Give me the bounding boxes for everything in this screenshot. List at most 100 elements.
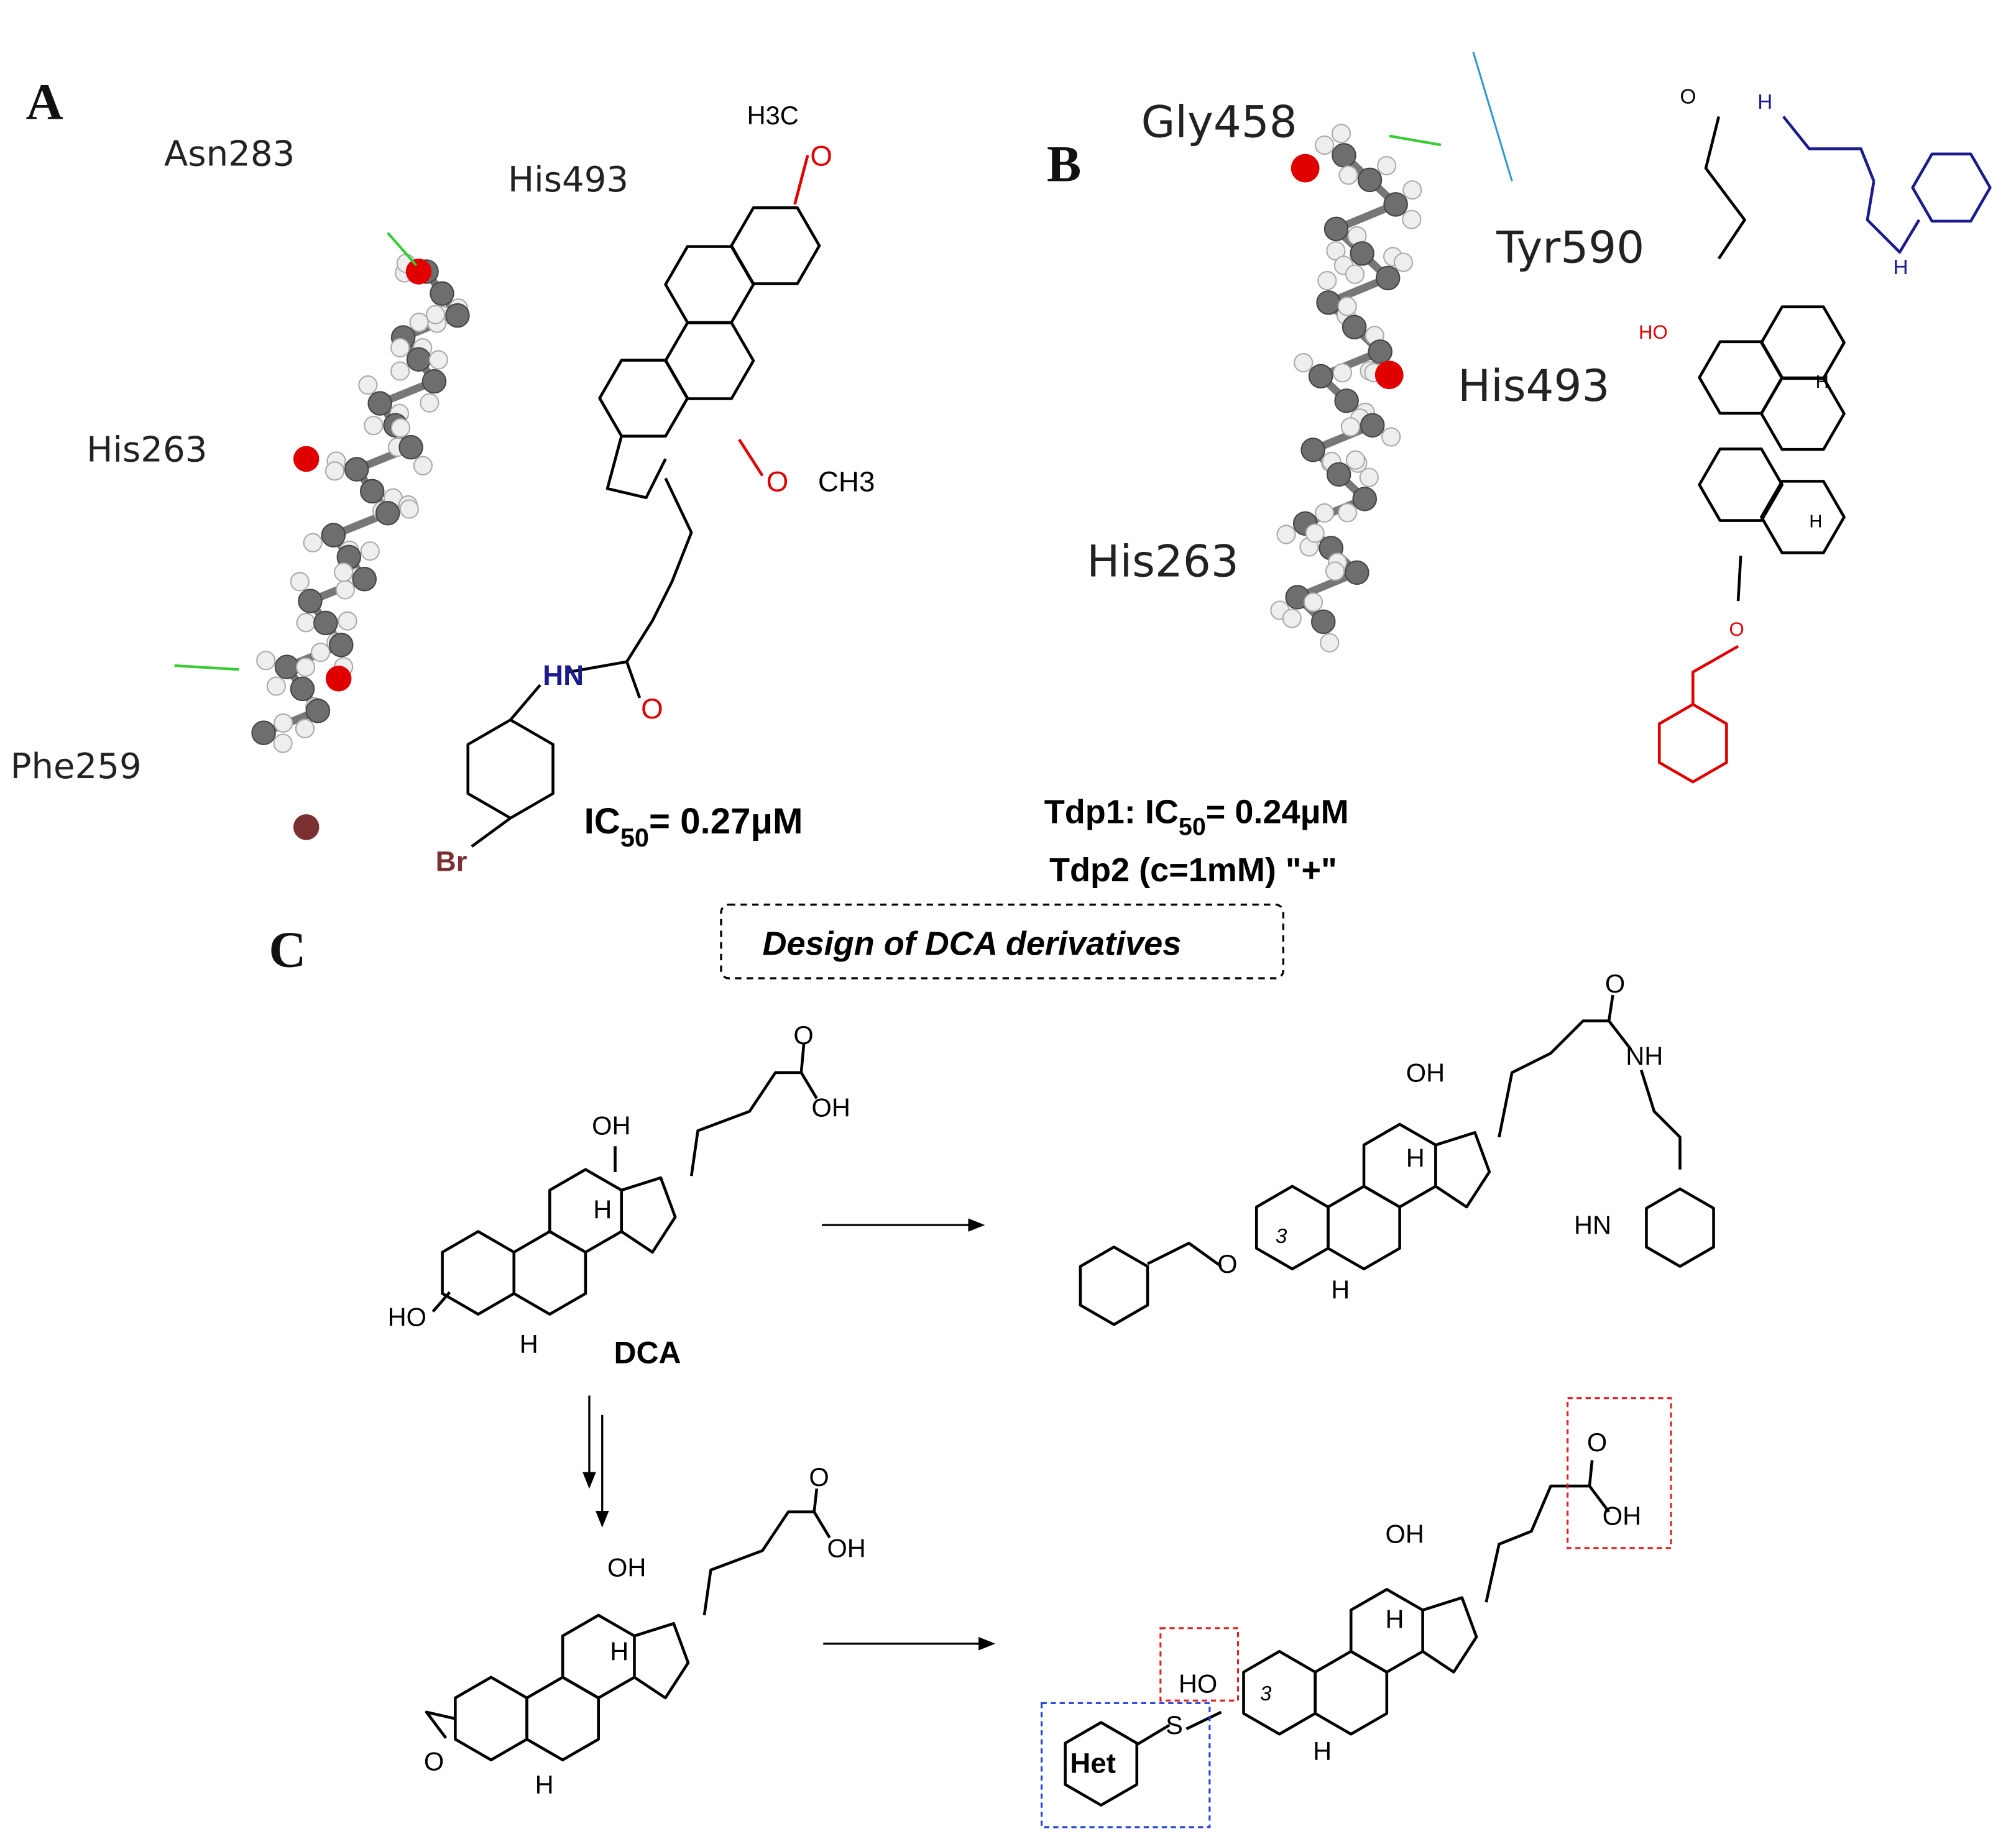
ring (1362, 1122, 1437, 1209)
atom-label: H (1816, 372, 1829, 392)
ring (1657, 703, 1728, 784)
hydrogen-atom (1359, 467, 1379, 487)
hydrogen-atom (1377, 156, 1397, 176)
bond (471, 817, 512, 848)
carbon-atom (298, 589, 323, 613)
hydrogen-atom (1393, 252, 1414, 272)
ring (664, 321, 755, 400)
tdp1-ic50: Tdp1: IC50= 0.24μM (1044, 794, 1349, 841)
atom-label: OH (812, 1093, 850, 1122)
oxygen-atom (325, 666, 352, 692)
highlight-box-c3 (1159, 1627, 1240, 1702)
bond (620, 1176, 677, 1254)
atom-label: OH (607, 1553, 646, 1582)
carbon-atom (1334, 388, 1359, 413)
atom-label: O (1217, 1249, 1237, 1278)
bond (568, 477, 693, 674)
hydrogen-atom (1325, 561, 1345, 581)
hydrogen-atom (295, 718, 315, 738)
carbon-atom (305, 699, 331, 723)
atom-label: O (809, 1462, 829, 1492)
ring (598, 359, 689, 438)
hydrogen-atom (1340, 417, 1361, 437)
hydrogen-atom (390, 361, 410, 381)
dca-label: DCA (614, 1336, 681, 1370)
bond (1639, 1070, 1682, 1170)
docking-model-b (1270, 52, 1513, 653)
bond (1704, 116, 1746, 260)
bond (1866, 181, 1921, 254)
hydrogen-bond (1389, 134, 1442, 147)
carbon-atom (1326, 462, 1351, 487)
ring (1760, 376, 1846, 451)
ring (1242, 1649, 1317, 1736)
hydrogen-atom (295, 657, 316, 677)
ring (1698, 447, 1784, 522)
bond (702, 1510, 814, 1616)
hydrogen-atom (409, 313, 429, 332)
hydrogen-atom (1381, 427, 1401, 447)
ring (512, 1230, 587, 1316)
hydrogen-atom (274, 713, 293, 733)
carbon-atom (274, 654, 300, 679)
residue-label: His493 (1458, 360, 1610, 411)
residue-label: Phe259 (11, 746, 142, 787)
chemical-structures (425, 116, 1992, 1807)
atom-label: O (766, 465, 789, 497)
ring (441, 1230, 516, 1316)
bond (799, 1071, 818, 1099)
carbon-atom (313, 610, 338, 636)
atom-label: H (1894, 256, 1908, 279)
bond (738, 438, 764, 477)
bond (793, 155, 809, 205)
hydrogen-atom (390, 418, 411, 438)
hydrogen-atom (310, 642, 331, 663)
ring (1314, 1649, 1389, 1736)
bond (509, 684, 541, 721)
atom-label: CH3 (818, 465, 875, 497)
carbon-atom (1323, 216, 1349, 242)
carbon-atom (344, 457, 369, 482)
ring (664, 245, 755, 324)
hydrogen-atom (256, 651, 276, 671)
carbon-atom (359, 479, 385, 504)
atom-label: S (1166, 1710, 1183, 1740)
hydrogen-atom (364, 416, 384, 436)
carbon-atom (1316, 290, 1341, 315)
ic50-label-a: IC50= 0.27μM (584, 801, 803, 852)
ring (1760, 305, 1846, 380)
hydrogen-atom (273, 733, 293, 753)
hydrogen-atom (390, 337, 410, 358)
atom-label: 3 (1276, 1225, 1287, 1248)
hydrogen-atom (428, 350, 448, 370)
atom-label: H (1757, 91, 1772, 114)
carbon-atom (1345, 560, 1369, 585)
hydrogen-atom (1337, 296, 1357, 316)
hydrogen-atom (360, 541, 380, 561)
panel-label-c: C (269, 920, 306, 978)
bond (1782, 116, 1876, 182)
hydrogen-atom (1317, 270, 1337, 291)
carbon-atom (1383, 192, 1408, 217)
bond (431, 1291, 451, 1313)
atom-label: HO (1179, 1669, 1217, 1699)
bond (633, 1621, 690, 1700)
ring (1760, 480, 1846, 554)
bond (689, 1071, 801, 1176)
hydrogen-atom (324, 461, 345, 481)
residue-label: Asn283 (164, 134, 295, 174)
carbon-atom (1375, 265, 1401, 291)
ring (466, 718, 555, 820)
carbon-atom (1342, 314, 1367, 340)
bond (625, 661, 642, 699)
ring (1327, 1185, 1401, 1271)
carbon-atom (430, 281, 454, 306)
atom-label: HO (388, 1302, 426, 1331)
ring (454, 1676, 528, 1762)
atom-label: H3C (747, 101, 799, 130)
hydrogen-atom (334, 562, 354, 582)
atom-label: H (1331, 1275, 1350, 1305)
atom-label: O (1680, 86, 1696, 109)
atom-label: 3 (1260, 1682, 1272, 1705)
atom-label: O (1729, 618, 1744, 640)
